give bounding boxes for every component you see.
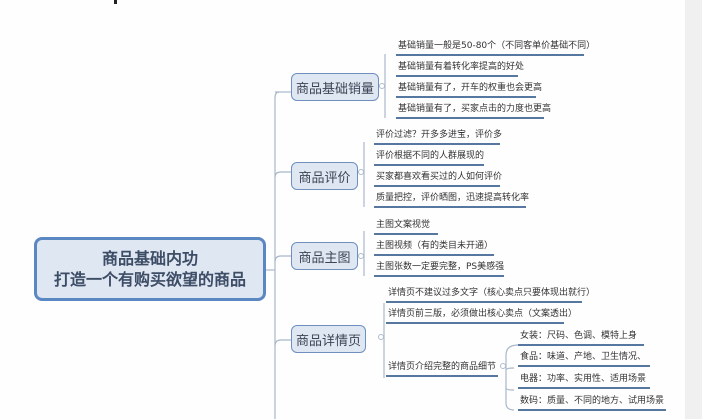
- leaf-base-sales-3[interactable]: 基础销量有了，开车的权重也会更高: [396, 82, 542, 98]
- leaf-detail-page-2[interactable]: 详情页前三版，必须做出核心卖点（文案透出）: [386, 308, 577, 324]
- leaf-detail-page-1[interactable]: 详情页不建议过多文字（核心卖点只要体现出就行）: [386, 287, 595, 303]
- branch-label: 商品详情页: [295, 333, 361, 349]
- leaf-main-image-1[interactable]: 主图文案视觉: [374, 219, 438, 235]
- leaf-detail-sub-food[interactable]: 食品：味道、产地、卫生情况、: [518, 351, 650, 367]
- central-topic[interactable]: 商品基础内功 打造一个有购买欲望的商品: [34, 237, 266, 301]
- branch-label: 商品基础销量: [295, 81, 374, 97]
- branch-detail-page[interactable]: 商品详情页: [291, 325, 366, 353]
- branch-reviews[interactable]: 商品评价: [291, 162, 358, 190]
- connector-lines: [266, 54, 519, 419]
- central-topic-line1: 商品基础内功: [101, 249, 198, 268]
- leaf-base-sales-1[interactable]: 基础销量一般是50-80个（不同客单价基础不同）: [396, 40, 595, 56]
- leaf-reviews-2[interactable]: 评价根据不同的人群展现的: [374, 150, 484, 166]
- leaf-detail-sub-clothing[interactable]: 女装：尺码、色调、模特上身: [518, 330, 644, 346]
- leaf-detail-sub-digital[interactable]: 数码：质量、不同的地方、试用场景: [518, 395, 666, 411]
- leaf-main-image-3[interactable]: 主图张数一定要完整，PS美感强: [374, 261, 504, 277]
- leaf-detail-sub-appliance[interactable]: 电器：功率、实用性、适用场景: [518, 373, 650, 389]
- leaf-base-sales-4[interactable]: 基础销量有了，买家点击的力度也更高: [396, 103, 551, 119]
- vertical-scrollbar[interactable]: [685, 0, 702, 419]
- leaf-base-sales-2[interactable]: 基础销量有着转化率提高的好处: [396, 61, 524, 77]
- branch-label: 商品评价: [298, 170, 351, 186]
- branch-base-sales[interactable]: 商品基础销量: [291, 73, 379, 101]
- cursor-mark: [114, 0, 117, 4]
- leaf-main-image-2[interactable]: 主图视频（有的类目未开通）: [374, 240, 494, 256]
- branch-main-image[interactable]: 商品主图: [291, 242, 358, 270]
- central-topic-line2: 打造一个有购买欲望的商品: [53, 270, 246, 289]
- leaf-reviews-1[interactable]: 评价过滤？开多多进宝，评价多: [374, 129, 502, 145]
- leaf-reviews-4[interactable]: 质量把控，评价晒图，迅速提高转化率: [374, 192, 529, 208]
- branch-label: 商品主图: [298, 250, 351, 266]
- leaf-reviews-3[interactable]: 买家都喜欢看买过的人如何评价: [374, 171, 502, 187]
- leaf-detail-page-3[interactable]: 详情页介绍完整的商品细节: [386, 361, 498, 377]
